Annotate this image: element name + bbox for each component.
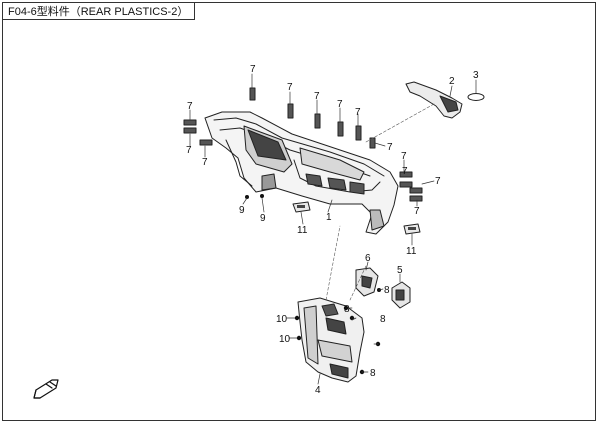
part-3-ring	[467, 93, 485, 101]
callout-8: 8	[380, 314, 386, 325]
part-4-lower-panel	[297, 297, 365, 383]
part-11-clip-left	[292, 201, 311, 213]
callout-11: 11	[406, 246, 417, 257]
callout-7: 7	[414, 206, 420, 217]
part-6-bracket	[355, 267, 379, 297]
drawing-frame	[2, 2, 596, 421]
callout-1: 1	[326, 212, 332, 223]
page-title: F04-6型料件（REAR PLASTICS-2）	[2, 2, 196, 20]
callout-7: 7	[250, 64, 256, 75]
callout-7: 7	[401, 151, 407, 162]
callout-6: 6	[365, 253, 371, 264]
callout-8: 8	[370, 368, 376, 379]
callout-2: 2	[449, 76, 455, 87]
part-1-rear-fender	[204, 111, 399, 235]
callout-7: 7	[337, 99, 343, 110]
callout-7: 7	[435, 176, 441, 187]
part-5-bracket	[391, 281, 411, 309]
part-11-clip-right	[403, 223, 421, 235]
leader-lines	[189, 73, 477, 385]
callout-9: 9	[239, 205, 245, 216]
forward-arrow-icon	[33, 379, 59, 399]
callout-8: 8	[384, 285, 390, 296]
callout-7: 7	[355, 107, 361, 118]
callout-7: 7	[402, 166, 408, 177]
callout-11: 11	[297, 225, 308, 236]
callout-7: 7	[287, 82, 293, 93]
callout-7: 7	[202, 157, 208, 168]
assembly-dashed-lines	[325, 103, 435, 301]
callout-7: 7	[187, 101, 193, 112]
callout-9: 9	[260, 213, 266, 224]
callout-7: 7	[186, 145, 192, 156]
callout-10: 10	[279, 334, 291, 345]
callout-7: 7	[387, 142, 393, 153]
callout-5: 5	[397, 265, 403, 276]
callout-labels: 7 7 7 7 7 7 7 7 7 7 7 7 7 2 3 1 9 9 11 1…	[186, 64, 479, 396]
callout-4: 4	[315, 385, 321, 396]
callout-3: 3	[473, 70, 479, 81]
part-2-grab-handle	[405, 81, 463, 119]
callout-10: 10	[276, 314, 288, 325]
callout-7: 7	[314, 91, 320, 102]
callout-8: 8	[344, 304, 350, 315]
